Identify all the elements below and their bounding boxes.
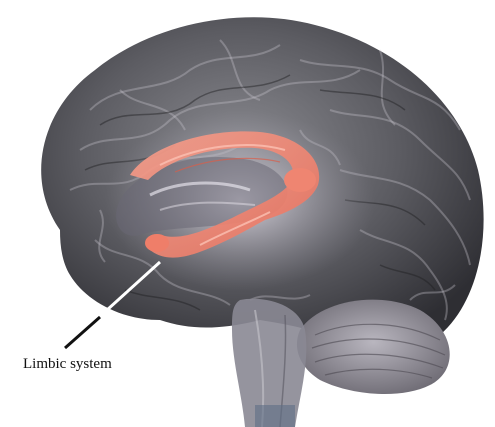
limbic-system-label: Limbic system <box>23 356 112 373</box>
